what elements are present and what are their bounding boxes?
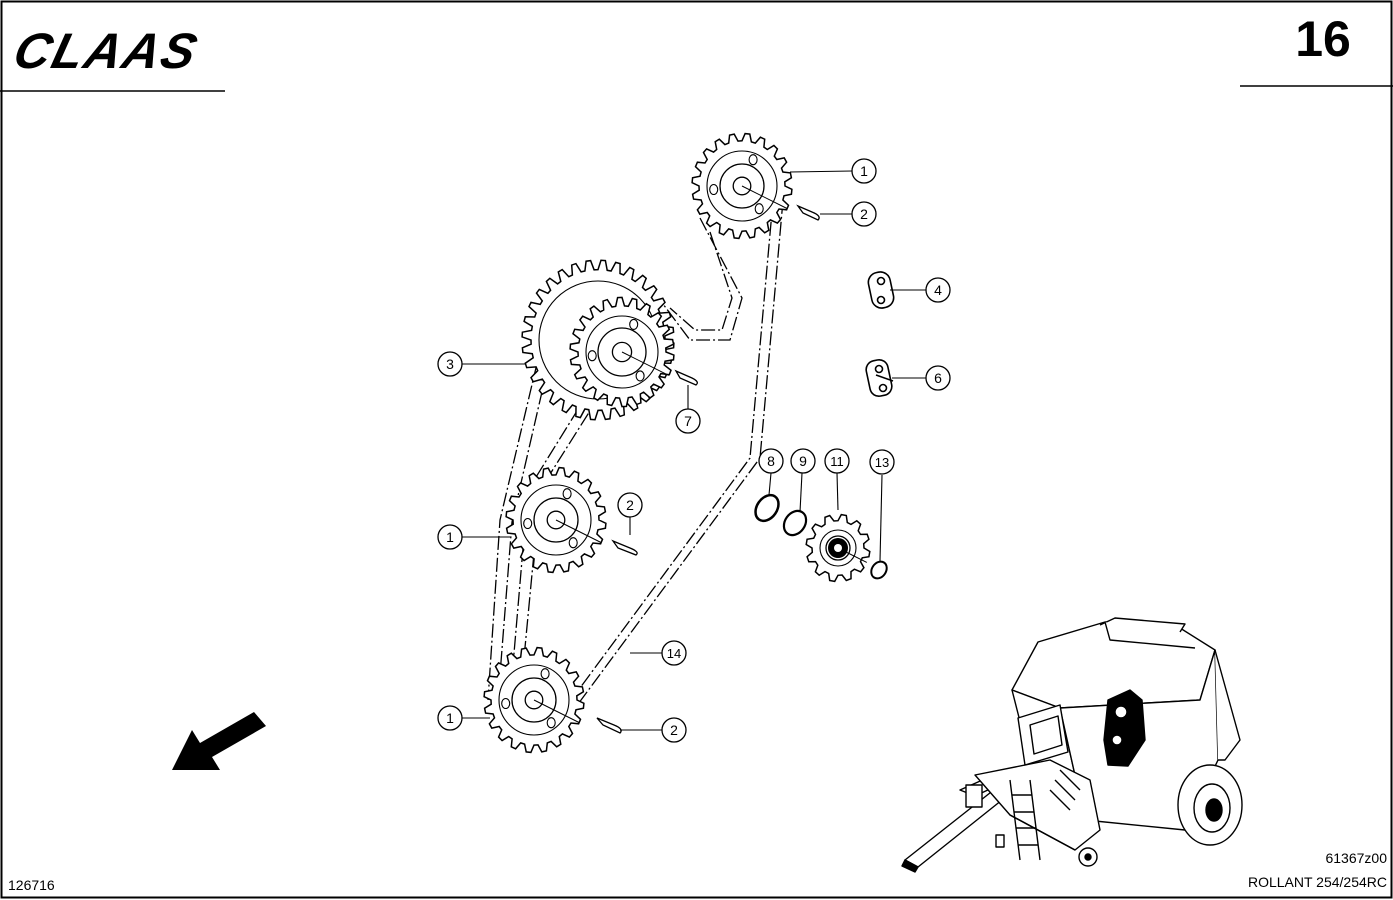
callout-8: 8 <box>758 448 784 474</box>
callout-6: 6 <box>925 365 951 391</box>
callout-label: 4 <box>934 282 942 298</box>
sprocket-1-top-rim <box>706 150 778 222</box>
callout-1-bottom: 1 <box>437 705 463 731</box>
sprocket-3-inner-bolt-hole <box>587 350 597 362</box>
chain-links <box>865 271 895 398</box>
model-name: ROLLANT 254/254RC <box>1247 874 1387 890</box>
direction-arrow-icon <box>172 712 266 770</box>
sprocket-1-bottom <box>483 646 585 754</box>
sprocket-11-idler <box>805 513 871 583</box>
callout-label: 11 <box>830 454 844 469</box>
chain-14 <box>487 177 786 716</box>
sprocket-1-middle-rim <box>520 484 592 556</box>
sprocket-3-inner-rim <box>585 315 659 389</box>
callout-label: 2 <box>626 497 634 513</box>
sprocket-1-middle-bolt-hole <box>562 488 572 500</box>
circlip-13 <box>870 560 888 580</box>
sprocket-1-middle-bolt-hole <box>568 537 578 549</box>
callout-label: 14 <box>667 646 681 661</box>
sprocket-3-inner <box>569 296 675 408</box>
sprocket-11-idler-bearing-bore <box>834 544 842 552</box>
key-2-top <box>796 204 820 221</box>
callout-14: 14 <box>661 640 687 666</box>
sprocket-1-top-bolt-hole <box>709 183 719 196</box>
page-number: 16 <box>1295 11 1351 67</box>
callout-2-bottom: 2 <box>661 717 687 743</box>
brand-logo: CLAAS <box>8 23 204 79</box>
key-parts <box>596 204 820 734</box>
sprocket-3-inner-bolt-hole <box>629 318 639 330</box>
washer-9 <box>782 509 808 537</box>
sprocket-1-top-bolt-hole <box>754 203 764 215</box>
callout-group: 1 2 4 6 3 7 8 9 <box>437 158 951 743</box>
callout-11: 11 <box>824 448 850 474</box>
sprocket-1-bottom-bolt-hole <box>540 668 550 680</box>
sprocket-1-bottom-rim <box>498 664 570 736</box>
sprocket-1-top-bolt-hole <box>748 154 758 166</box>
connecting-link-4 <box>867 271 895 309</box>
callout-label: 2 <box>860 206 868 222</box>
sprocket-1-top <box>691 132 793 240</box>
key-2-bottom <box>596 717 622 734</box>
washers <box>754 493 888 580</box>
sprocket-1-middle <box>505 466 607 574</box>
callout-label: 9 <box>799 453 807 469</box>
callout-2-top: 2 <box>851 201 877 227</box>
callout-label: 7 <box>684 413 692 429</box>
sprocket-1-middle-bolt-hole <box>523 517 533 530</box>
sprocket-1-bottom-bolt-hole <box>546 717 556 729</box>
sprocket-1-top-axis-line <box>741 185 788 209</box>
callout-4: 4 <box>925 277 951 303</box>
callout-label: 1 <box>860 163 868 179</box>
sprocket-11-idler-rim <box>819 529 857 567</box>
callout-1-top: 1 <box>851 158 877 184</box>
key-2-middle <box>611 539 638 556</box>
sprocket-3-inner-axis-line <box>621 351 670 376</box>
callout-label: 1 <box>446 529 454 545</box>
sprocket-group <box>483 132 871 754</box>
callout-9: 9 <box>790 448 816 474</box>
callout-label: 1 <box>446 710 454 726</box>
callout-2-middle: 2 <box>617 492 643 518</box>
callout-7: 7 <box>675 408 701 434</box>
reference-code: 61367z00 <box>1325 850 1387 866</box>
callout-label: 3 <box>446 356 454 372</box>
callout-label: 2 <box>670 722 678 738</box>
callout-label: 13 <box>875 455 889 470</box>
sprocket-1-middle-axis-line <box>555 519 602 543</box>
washer-8 <box>754 493 780 523</box>
callout-13: 13 <box>869 449 895 475</box>
callout-label: 8 <box>767 453 775 469</box>
leader-lines <box>462 170 926 731</box>
callout-label: 6 <box>934 370 942 386</box>
drawing-number: 126716 <box>8 877 55 893</box>
baler-machine-icon <box>901 617 1243 873</box>
callout-3: 3 <box>437 351 463 377</box>
key-7 <box>674 369 698 386</box>
callout-1-middle: 1 <box>437 524 463 550</box>
offset-link-6 <box>865 358 894 398</box>
sprocket-1-bottom-bolt-hole <box>501 697 511 710</box>
sprocket-3-inner-bolt-hole <box>635 370 645 382</box>
sprocket-1-bottom-axis-line <box>533 699 580 723</box>
